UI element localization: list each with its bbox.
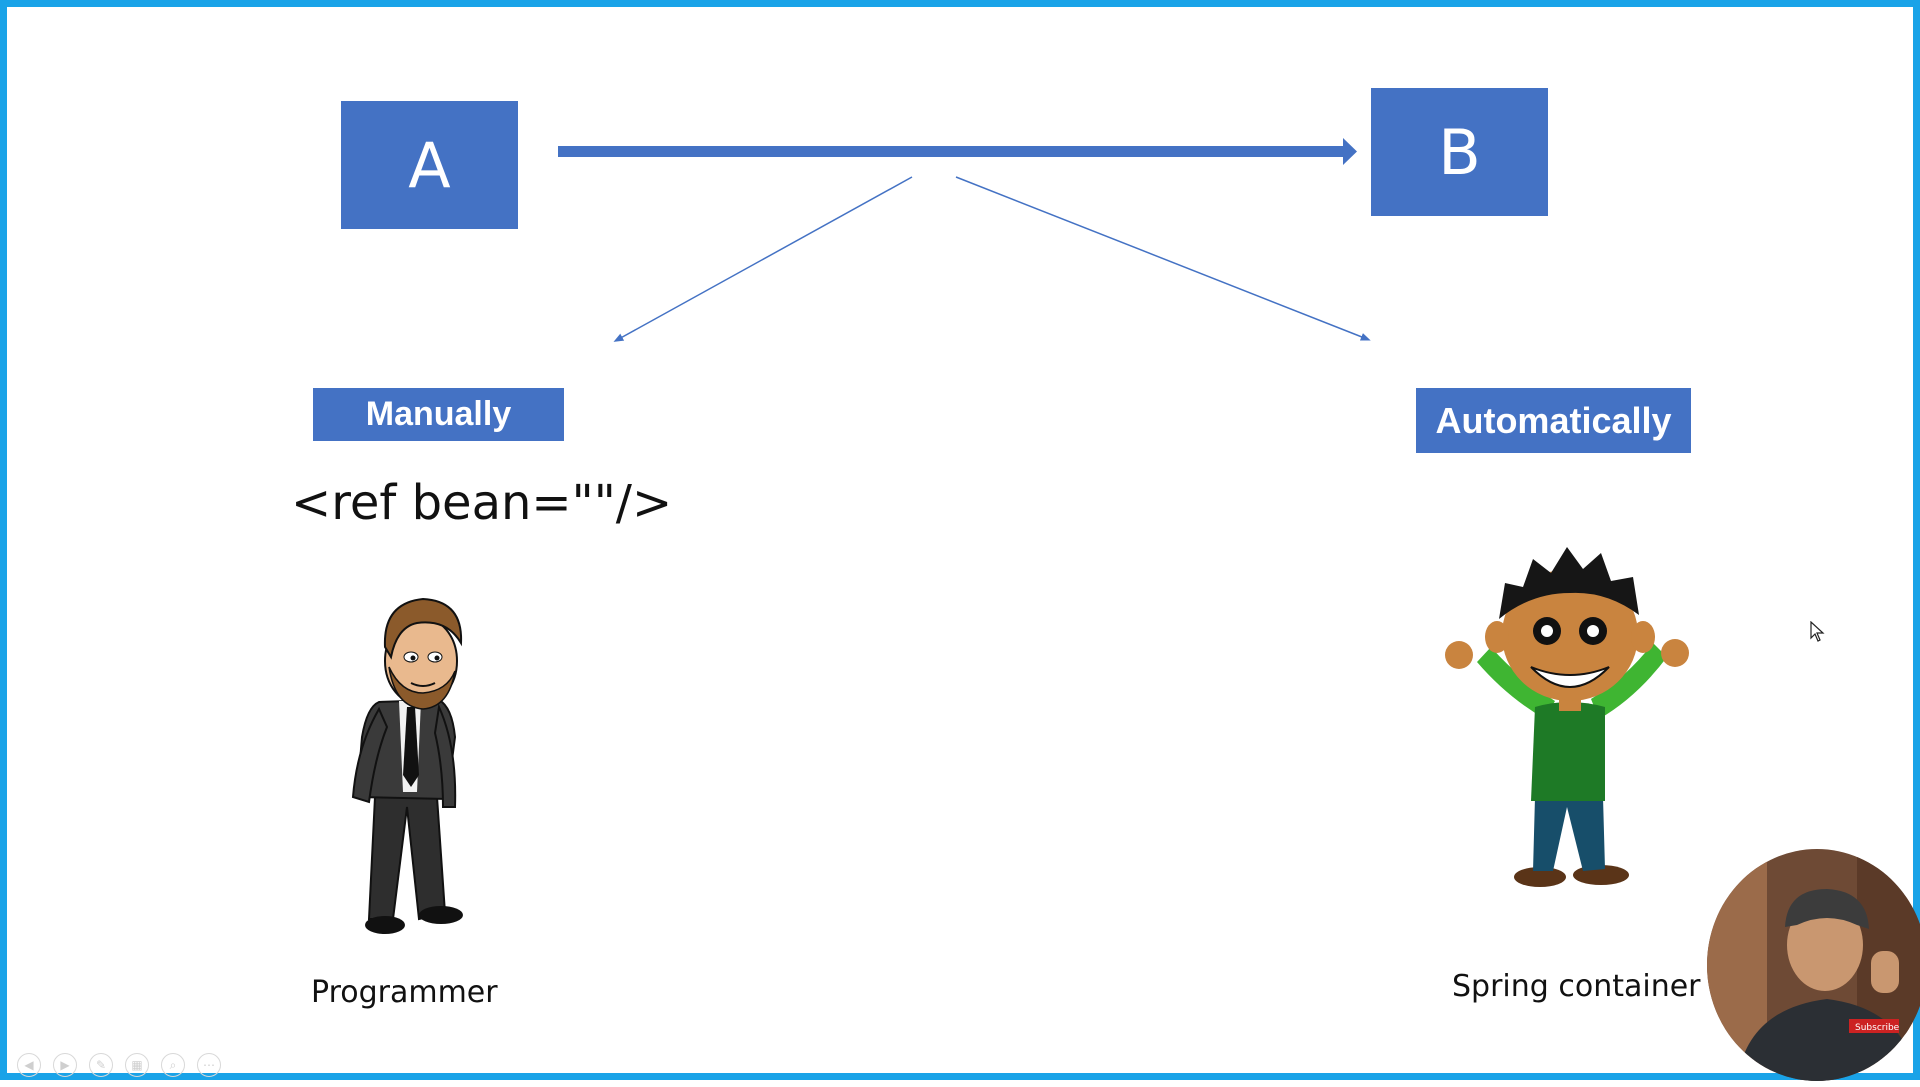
code-snippet: <ref bean=""/> [291, 475, 673, 531]
box-b-label: B [1438, 115, 1481, 189]
zoom-icon[interactable]: ⌕ [161, 1053, 185, 1077]
box-a-label: A [408, 128, 451, 202]
programmer-caption: Programmer [311, 975, 498, 1010]
spring-container-illustration [1445, 547, 1689, 887]
slide-toolbar: ◀ ▶ ✎ ▦ ⌕ ⋯ [17, 1053, 221, 1077]
main-arrow [558, 138, 1357, 165]
auto-arrow [955, 176, 1371, 341]
spring-container-caption: Spring container [1452, 969, 1701, 1004]
presenter-video: Subscribe [1707, 849, 1920, 1081]
manual-label: Manually [313, 388, 564, 441]
subscribe-badge [1849, 1019, 1899, 1033]
auto-label: Automatically [1416, 388, 1691, 453]
mouse-cursor-icon [1810, 621, 1825, 642]
webcam-overlay: Subscribe [1707, 849, 1920, 1081]
slides-icon[interactable]: ▦ [125, 1053, 149, 1077]
more-icon[interactable]: ⋯ [197, 1053, 221, 1077]
programmer-illustration [351, 597, 463, 934]
manual-arrow [613, 176, 913, 342]
connector-arrows [558, 138, 1371, 342]
prev-icon[interactable]: ◀ [17, 1053, 41, 1077]
box-b: B [1371, 88, 1548, 216]
box-a: A [341, 101, 518, 229]
next-icon[interactable]: ▶ [53, 1053, 77, 1077]
subscribe-text: Subscribe [1855, 1023, 1900, 1033]
pen-icon[interactable]: ✎ [89, 1053, 113, 1077]
